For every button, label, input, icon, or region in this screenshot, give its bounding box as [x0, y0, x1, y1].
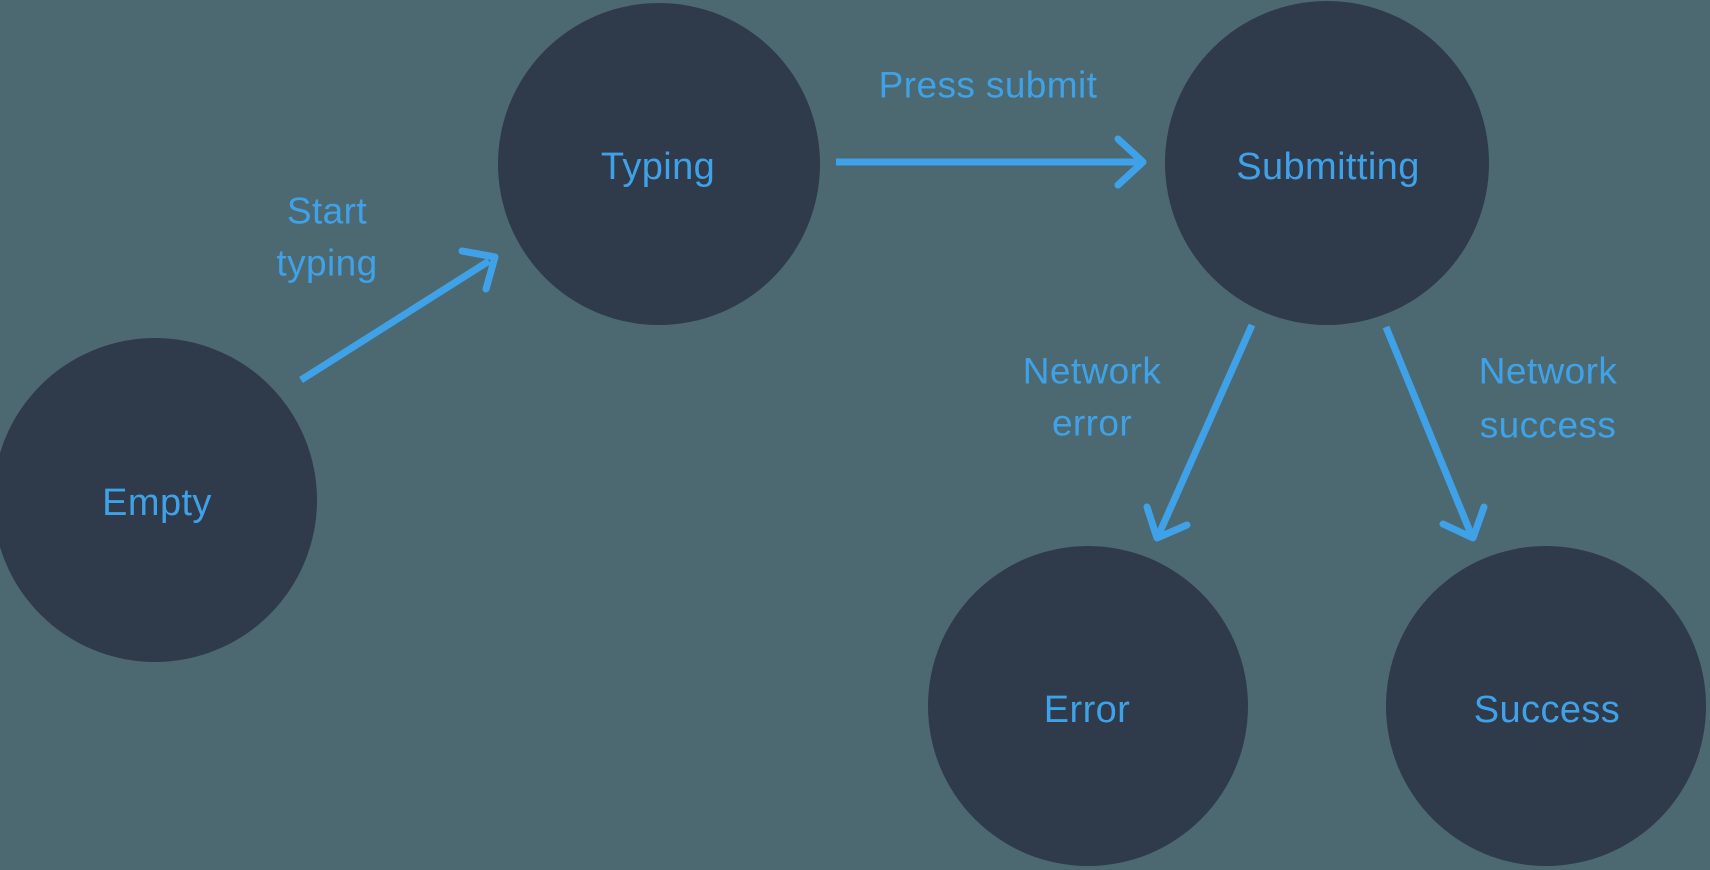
edge-arrow-start-typing [299, 258, 491, 383]
edge-arrow-network-error [1155, 323, 1256, 536]
edge-start-typing: Start typing [276, 191, 499, 383]
edge-label-start-typing-line2: typing [276, 243, 377, 284]
state-circle-success [1386, 546, 1706, 866]
edge-network-success: Network success [1382, 325, 1618, 542]
edge-arrowhead-press-submit [1114, 135, 1147, 189]
edge-arrow-network-success [1382, 325, 1475, 536]
edge-arrowhead-network-error [1143, 503, 1191, 542]
state-label-submitting: Submitting [1236, 146, 1420, 188]
state-label-success: Success [1474, 689, 1620, 731]
state-circle-error [928, 546, 1248, 866]
state-node-success: Success [1386, 546, 1706, 866]
edge-label-network-error-line1: Network [1023, 351, 1162, 392]
state-label-empty: Empty [102, 482, 212, 524]
state-circle-typing [498, 3, 820, 325]
edge-label-network-success-line2: success [1480, 405, 1616, 446]
edge-press-submit: Press submit [836, 65, 1147, 189]
state-label-typing: Typing [601, 146, 715, 188]
state-node-typing: Typing [498, 3, 820, 325]
edge-label-press-submit: Press submit [879, 65, 1098, 106]
state-node-empty: Empty [0, 338, 317, 662]
edge-network-error: Network error [1023, 323, 1256, 542]
state-node-submitting: Submitting [1165, 1, 1489, 325]
state-node-error: Error [928, 546, 1248, 866]
edge-label-network-success-line1: Network [1479, 351, 1618, 392]
edge-label-network-error-line2: error [1052, 403, 1132, 444]
edge-label-start-typing-line1: Start [287, 191, 367, 232]
state-label-error: Error [1044, 689, 1130, 731]
edge-arrowhead-network-success [1439, 503, 1488, 542]
state-circle-submitting [1165, 1, 1489, 325]
edge-arrowhead-start-typing [458, 247, 499, 293]
state-circle-empty [0, 338, 317, 662]
